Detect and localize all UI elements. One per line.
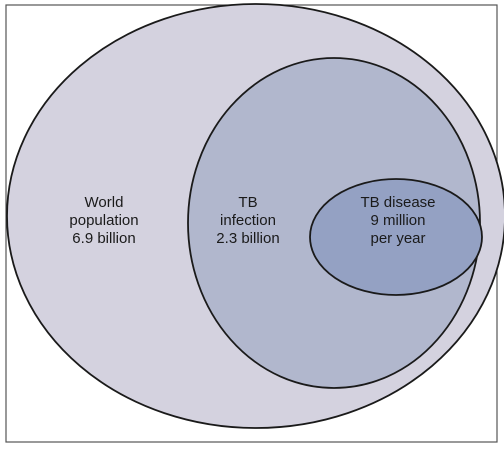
infection-label-line-1: TB — [238, 194, 258, 211]
infection-label-line-3: 2.3 billion — [216, 230, 280, 247]
disease-label-line-3: per year — [370, 230, 426, 247]
tb-disease-ellipse — [309, 178, 483, 296]
infection-label-line-2: infection — [220, 212, 276, 229]
disease-label-line-1: TB disease — [360, 194, 436, 211]
tb-disease-label: TB disease 9 million per year — [360, 194, 435, 248]
world-label-line-2: population — [69, 212, 139, 229]
world-population-label: World population 6.9 billion — [69, 194, 138, 248]
world-label-line-1: World — [84, 194, 124, 211]
disease-label-line-2: 9 million — [370, 212, 426, 229]
tb-infection-label: TB infection 2.3 billion — [216, 194, 279, 248]
world-label-line-3: 6.9 billion — [72, 230, 136, 247]
